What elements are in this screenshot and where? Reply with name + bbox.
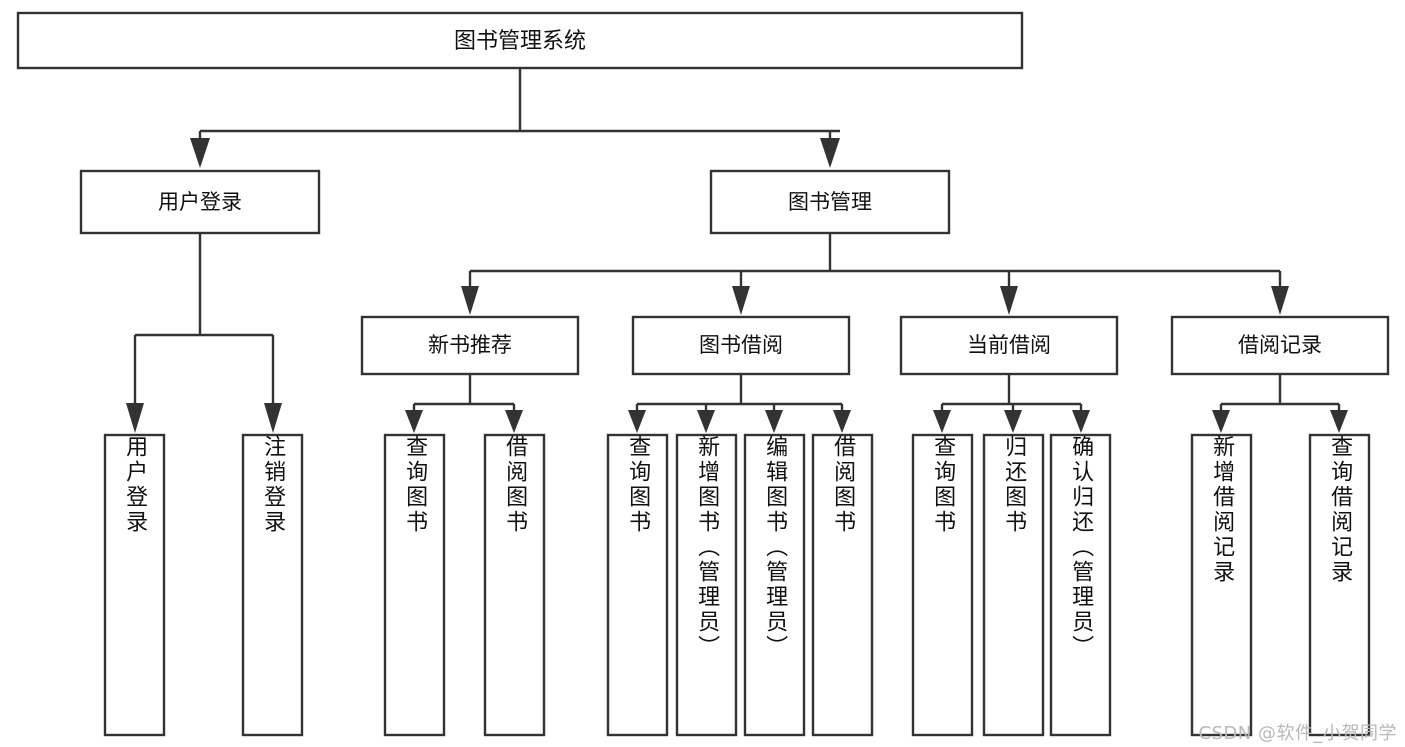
leaf-box-return-book[interactable]	[982, 433, 1045, 737]
leaf-box-add-book-admin[interactable]	[675, 433, 738, 737]
node-book-borrow-box[interactable]	[631, 315, 851, 376]
connector-new-book-recommend-to-leaves	[405, 374, 523, 433]
node-root-box[interactable]	[16, 11, 1024, 70]
connector-root-to-level2	[190, 68, 840, 168]
leaf-box-query-borrow-record[interactable]	[1308, 433, 1371, 737]
connector-current-borrow-to-leaves	[933, 374, 1090, 433]
node-book-borrow[interactable]: 图书借阅	[631, 315, 851, 376]
node-current-borrow[interactable]: 当前借阅	[899, 315, 1119, 376]
leaf-box-query-book-c[interactable]	[911, 433, 974, 737]
leaf-box-confirm-return-admin[interactable]	[1049, 433, 1112, 737]
node-book-borrow-label: 图书借阅	[699, 333, 783, 357]
arrow-head-icon	[1330, 410, 1348, 433]
leaf-box-query-book-b[interactable]	[606, 433, 669, 737]
arrow-head-icon	[1271, 286, 1289, 315]
leaf-box-edit-book-admin[interactable]	[743, 433, 806, 737]
node-new-book-recommend-box[interactable]	[360, 315, 580, 376]
arrow-head-icon	[833, 410, 851, 433]
node-root[interactable]: 图书管理系统	[16, 11, 1024, 70]
connector-user-login-to-leaves	[126, 233, 282, 433]
leaf-box-borrow-book-b[interactable]	[811, 433, 874, 737]
arrow-head-icon	[1004, 410, 1022, 433]
node-user-login-label: 用户登录	[158, 190, 242, 214]
arrow-head-icon	[697, 410, 715, 433]
arrow-head-icon	[765, 410, 783, 433]
arrow-head-icon	[732, 286, 750, 315]
arrow-head-icon	[820, 138, 840, 168]
node-borrow-record-box[interactable]	[1170, 315, 1390, 376]
leaf-box-query-book-a[interactable]	[383, 433, 446, 737]
leaf-box-add-borrow-record[interactable]	[1190, 433, 1253, 737]
node-borrow-record-label: 借阅记录	[1238, 333, 1322, 357]
arrow-head-icon	[933, 410, 951, 433]
node-book-management[interactable]: 图书管理	[709, 169, 951, 235]
leaf-box-borrow-book-a[interactable]	[483, 433, 546, 737]
arrow-head-icon	[1072, 410, 1090, 433]
arrow-head-icon	[1000, 286, 1018, 315]
arrow-head-icon	[126, 403, 144, 433]
connector-book-management-to-level3	[461, 233, 1289, 315]
leaf-box-user-login[interactable]	[103, 433, 166, 737]
csdn-watermark: CSDN @软件_小贺同学	[1198, 723, 1397, 744]
node-book-management-label: 图书管理	[788, 190, 872, 214]
arrow-head-icon	[264, 403, 282, 433]
arrow-head-icon	[1212, 410, 1230, 433]
node-current-borrow-label: 当前借阅	[967, 333, 1051, 357]
leaf-box-logout[interactable]	[241, 433, 304, 737]
node-new-book-recommend-label: 新书推荐	[428, 333, 512, 357]
arrow-head-icon	[405, 410, 423, 433]
node-book-management-box[interactable]	[709, 169, 951, 235]
arrow-head-icon	[628, 410, 646, 433]
arrow-head-icon	[190, 138, 210, 168]
node-root-label: 图书管理系统	[454, 29, 586, 54]
arrow-head-icon	[505, 410, 523, 433]
leaf-boxes-group	[103, 433, 1371, 737]
node-borrow-record[interactable]: 借阅记录	[1170, 315, 1390, 376]
node-current-borrow-box[interactable]	[899, 315, 1119, 376]
node-user-login[interactable]: 用户登录	[79, 169, 321, 235]
connector-book-borrow-to-leaves	[628, 374, 851, 433]
connector-borrow-record-to-leaves	[1212, 374, 1348, 433]
node-new-book-recommend[interactable]: 新书推荐	[360, 315, 580, 376]
arrow-head-icon	[461, 286, 479, 315]
